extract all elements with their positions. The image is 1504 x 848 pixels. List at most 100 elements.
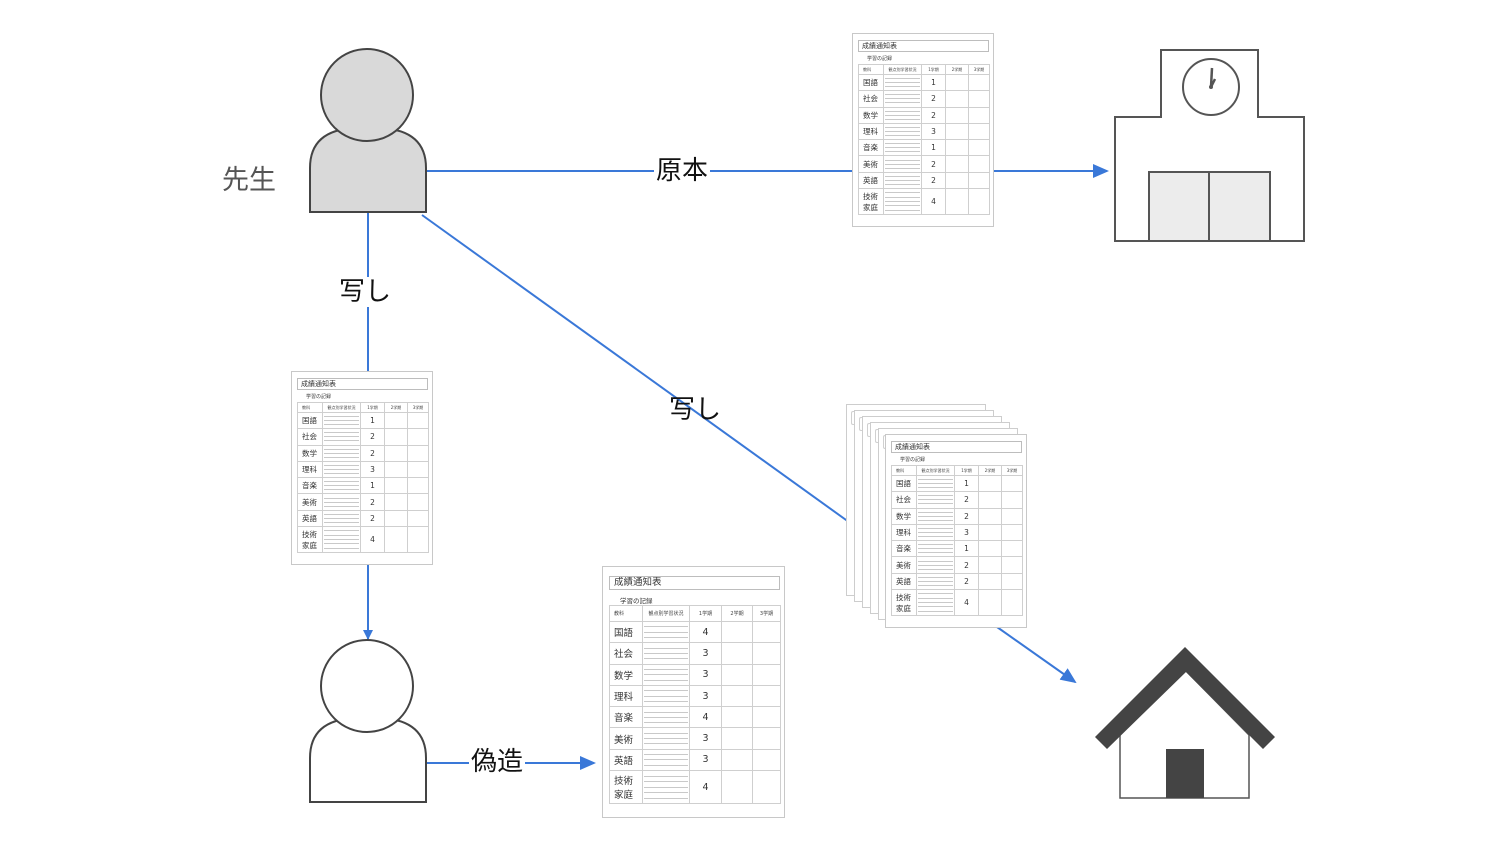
term3-grade-cell xyxy=(1001,523,1023,542)
assessment-lines-cell xyxy=(916,491,955,509)
report-card-title: 成績通知表 xyxy=(609,576,780,590)
assessment-lines-cell xyxy=(322,460,361,479)
term3-grade-cell xyxy=(752,642,781,665)
term2-grade-cell xyxy=(384,460,408,479)
column-header: 観点別学習状況 xyxy=(883,64,922,75)
term1-grade-cell: 4 xyxy=(689,620,722,644)
assessment-lines-cell xyxy=(642,727,690,750)
term2-grade-cell xyxy=(384,428,408,446)
column-header: 3学期 xyxy=(968,64,990,75)
edge-copies-to-home xyxy=(996,626,1077,684)
subject-cell: 社会 xyxy=(858,90,884,108)
assessment-lines-cell xyxy=(916,507,955,525)
column-header: 1学期 xyxy=(360,402,385,413)
term3-grade-cell xyxy=(752,620,781,644)
term2-grade-cell xyxy=(721,684,753,708)
grades-row: 音楽 4 xyxy=(609,706,781,729)
term2-grade-cell xyxy=(978,523,1002,542)
subject-cell: 理科 xyxy=(858,122,884,141)
subject-cell: 英語 xyxy=(891,572,917,591)
assessment-lines-cell xyxy=(916,540,955,558)
term2-grade-cell xyxy=(721,770,753,805)
assessment-lines-cell xyxy=(322,509,361,528)
term1-grade-cell: 1 xyxy=(360,411,385,430)
term1-grade-cell: 2 xyxy=(921,90,946,108)
teacher-person-icon xyxy=(309,48,427,213)
column-header: 教科 xyxy=(297,402,323,413)
term1-grade-cell: 4 xyxy=(360,526,385,554)
assessment-lines-cell xyxy=(322,428,361,446)
term2-grade-cell xyxy=(945,155,969,173)
term2-grade-cell xyxy=(721,727,753,750)
term1-grade-cell: 4 xyxy=(689,706,722,729)
subject-cell: 社会 xyxy=(891,491,917,509)
term3-grade-cell xyxy=(407,477,429,495)
term2-grade-cell xyxy=(384,526,408,554)
term3-grade-cell xyxy=(1001,491,1023,509)
term3-grade-cell xyxy=(968,106,990,124)
term2-grade-cell xyxy=(978,572,1002,591)
term1-grade-cell: 4 xyxy=(921,188,946,216)
assessment-lines-cell xyxy=(642,663,690,686)
report-card-subtitle: 学習の記録 xyxy=(900,457,926,463)
assessment-lines-cell xyxy=(916,589,955,617)
subject-cell: 数学 xyxy=(858,106,884,124)
subject-cell: 技術家庭 xyxy=(297,526,323,554)
subject-cell: 数学 xyxy=(891,507,917,525)
column-header: 2学期 xyxy=(721,605,753,622)
assessment-lines-cell xyxy=(883,73,922,92)
edge-label-forgery: 偽造 xyxy=(469,747,526,777)
teacher-label: 先生 xyxy=(222,165,276,196)
report-card-subtitle: 学習の記録 xyxy=(867,56,893,62)
subject-cell: 英語 xyxy=(858,171,884,190)
student-person-icon xyxy=(309,639,427,803)
edge-teacher-to-copies-stack xyxy=(421,214,861,531)
term1-grade-cell: 2 xyxy=(360,444,385,462)
assessment-lines-cell xyxy=(916,474,955,493)
term1-grade-cell: 1 xyxy=(954,474,979,493)
term3-grade-cell xyxy=(1001,507,1023,525)
assessment-lines-cell xyxy=(322,477,361,495)
term3-grade-cell xyxy=(1001,556,1023,574)
term2-grade-cell xyxy=(978,556,1002,574)
subject-cell: 音楽 xyxy=(609,706,643,729)
term2-grade-cell xyxy=(945,188,969,216)
column-header: 2学期 xyxy=(384,402,408,413)
term2-grade-cell xyxy=(721,642,753,665)
assessment-lines-cell xyxy=(916,572,955,591)
term1-grade-cell: 3 xyxy=(921,122,946,141)
term3-grade-cell xyxy=(1001,474,1023,493)
assessment-lines-cell xyxy=(883,122,922,141)
subject-cell: 数学 xyxy=(297,444,323,462)
subject-cell: 技術家庭 xyxy=(609,770,643,805)
term3-grade-cell xyxy=(1001,540,1023,558)
assessment-lines-cell xyxy=(883,139,922,157)
term1-grade-cell: 2 xyxy=(360,428,385,446)
subject-cell: 美術 xyxy=(609,727,643,750)
term2-grade-cell xyxy=(978,540,1002,558)
column-header: 1学期 xyxy=(689,605,722,622)
term2-grade-cell xyxy=(945,90,969,108)
term3-grade-cell xyxy=(752,706,781,729)
term3-grade-cell xyxy=(752,684,781,708)
column-header: 3学期 xyxy=(752,605,781,622)
assessment-lines-cell xyxy=(883,171,922,190)
assessment-lines-cell xyxy=(642,770,690,805)
subject-cell: 美術 xyxy=(858,155,884,173)
term2-grade-cell xyxy=(945,73,969,92)
column-header: 教科 xyxy=(609,605,643,622)
assessment-lines-cell xyxy=(883,188,922,216)
subject-cell: 英語 xyxy=(609,748,643,772)
